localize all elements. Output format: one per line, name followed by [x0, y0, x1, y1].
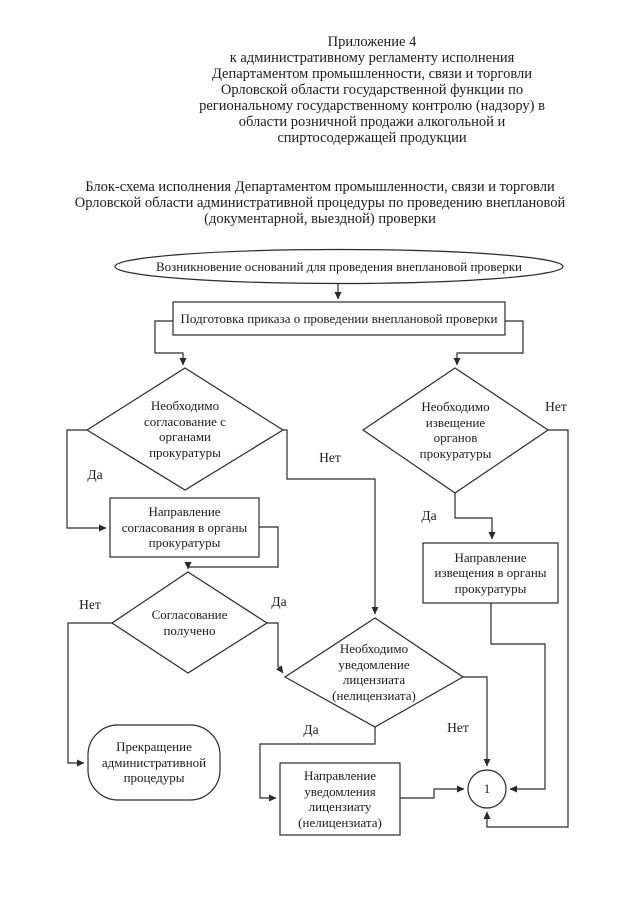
need-notification-decision-label: Необходимо уведомление лицензиата (нелиц… — [332, 641, 416, 703]
send-notification-label: Направление уведомления лицензиату (нели… — [298, 768, 382, 830]
need-approval-decision-shape — [85, 367, 285, 491]
send-notice-shape — [422, 542, 559, 604]
diagram-title: Блок-схема исполнения Департаментом пром… — [74, 179, 566, 227]
notice-yes-label: Да — [421, 508, 437, 523]
edge-approval-no — [283, 429, 379, 615]
prepare-order-label: Подготовка приказа о проведении внеплано… — [180, 310, 498, 326]
edge-received-yes — [267, 622, 284, 674]
need-notice-decision-label: Необходимо извещение органов прокуратуры — [419, 399, 492, 461]
notification-no-label: Нет — [447, 720, 469, 735]
received-yes-label: Да — [271, 594, 287, 609]
approval-no-label: Нет — [319, 450, 341, 465]
edge-prepare-to-need-approval — [154, 320, 187, 366]
notice-no-label: Нет — [545, 399, 567, 414]
approval-yes-label: Да — [87, 467, 103, 482]
edge-send-approval-to-received — [184, 526, 279, 570]
approval-received-decision-label: Согласование получено — [151, 607, 228, 638]
need-notification-decision-shape — [283, 617, 465, 728]
edge-notice-no — [483, 429, 569, 828]
edge-notification-yes — [259, 727, 376, 802]
prepare-order-shape — [172, 301, 506, 336]
send-approval-shape — [109, 497, 260, 558]
send-notice-label: Направление извещения в органы прокурату… — [434, 549, 547, 596]
approval-received-decision-shape — [110, 571, 269, 674]
end-terminator-label: Прекращение административной процедуры — [101, 739, 207, 786]
received-no-label: Нет — [79, 597, 101, 612]
need-notice-decision-shape — [361, 367, 550, 494]
edge-prepare-to-need-notice — [453, 320, 524, 366]
connector-circle-shape — [467, 769, 507, 809]
edge-notice-yes — [454, 493, 496, 540]
send-approval-label: Направление согласования в органы прокур… — [121, 504, 248, 551]
edge-approval-yes — [66, 429, 107, 532]
edge-send-notice-to-connector — [490, 603, 546, 793]
need-approval-decision-label: Необходимо согласование с органами проку… — [144, 398, 226, 460]
notification-yes-label: Да — [303, 722, 319, 737]
send-notification-shape — [279, 762, 401, 836]
end-terminator-shape — [87, 724, 221, 801]
start-terminator-shape — [114, 248, 564, 285]
edge-send-notification-to-connector — [400, 785, 465, 799]
start-terminator-label: Возникновение оснований для проведения в… — [156, 259, 522, 275]
edge-notification-no — [463, 676, 491, 767]
annex-header: Приложение 4 к административному регламе… — [199, 34, 545, 146]
connector-circle-label: 1 — [483, 781, 491, 797]
edge-received-no — [67, 622, 112, 767]
